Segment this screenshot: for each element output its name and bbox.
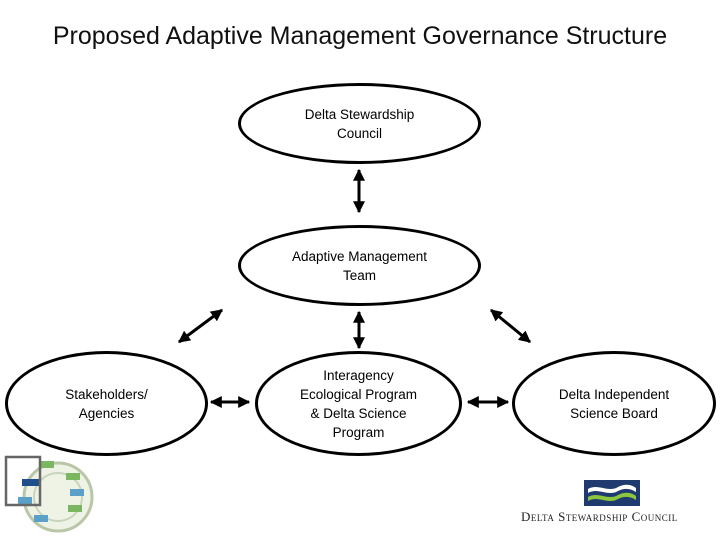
node-adaptive-management-team: Adaptive Management Team [238, 225, 481, 306]
arrow-amt-disb [490, 308, 531, 344]
arrow-amt-stakeholders [178, 308, 223, 344]
node-delta-independent-science-board: Delta Independent Science Board [512, 351, 716, 456]
diagram-title: Proposed Adaptive Management Governance … [52, 22, 668, 50]
node-interagency-ecological-program: Interagency Ecological Program & Delta S… [255, 351, 462, 456]
node-stakeholders-agencies: Stakeholders/ Agencies [5, 351, 208, 456]
logo-wordmark: Delta Stewardship Council [521, 509, 678, 524]
cycle-diagram-thumbnail-icon [4, 455, 94, 533]
node-delta-stewardship-council: Delta Stewardship Council [238, 83, 481, 164]
delta-stewardship-council-logo-icon [584, 480, 640, 506]
